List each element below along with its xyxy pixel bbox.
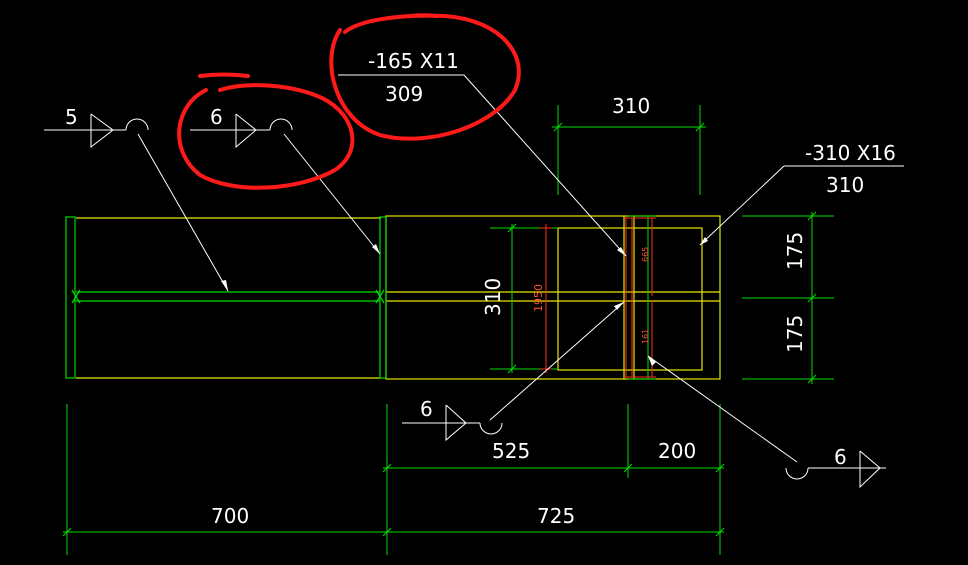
weld-left-2-label: 6 <box>210 105 223 129</box>
annotation-circles <box>177 13 521 190</box>
plate-top-label: -165 X11 <box>368 49 459 73</box>
right-lower-label: 175 <box>783 315 807 353</box>
plate-top-value: 309 <box>385 82 423 106</box>
weld-left-1-label: 5 <box>65 105 78 129</box>
leader-arrowheads <box>221 237 708 366</box>
weld-bottom-label: 6 <box>420 397 433 421</box>
weld-right-label: 6 <box>834 445 847 469</box>
plate-right-value: 310 <box>826 173 864 197</box>
right-upper-label: 175 <box>783 232 807 270</box>
red-circle-weld-6-tick <box>198 72 250 78</box>
inner-height-label: 1950 <box>532 284 545 312</box>
red-circle-plate-tick <box>408 13 438 18</box>
left-beam-flanges <box>65 216 387 379</box>
bottom-left-label: 700 <box>211 504 249 528</box>
center-height-label: 310 <box>481 278 505 316</box>
right-box-outline <box>385 215 721 380</box>
red-circle-weld-6 <box>177 83 355 190</box>
top-width-label: 310 <box>612 94 650 118</box>
leader-lines <box>44 74 904 489</box>
bottom-right-label: 725 <box>537 504 575 528</box>
dimension-lines <box>62 105 834 555</box>
plate-right-label: -310 X16 <box>805 141 896 165</box>
middle-span-label: 525 <box>492 439 530 463</box>
red-circle-plate <box>329 13 521 141</box>
left-beam-outline <box>76 217 381 379</box>
right-span-label: 200 <box>658 439 696 463</box>
small-upper-label: 665 <box>641 247 650 262</box>
small-lower-label: 161 <box>641 329 650 344</box>
